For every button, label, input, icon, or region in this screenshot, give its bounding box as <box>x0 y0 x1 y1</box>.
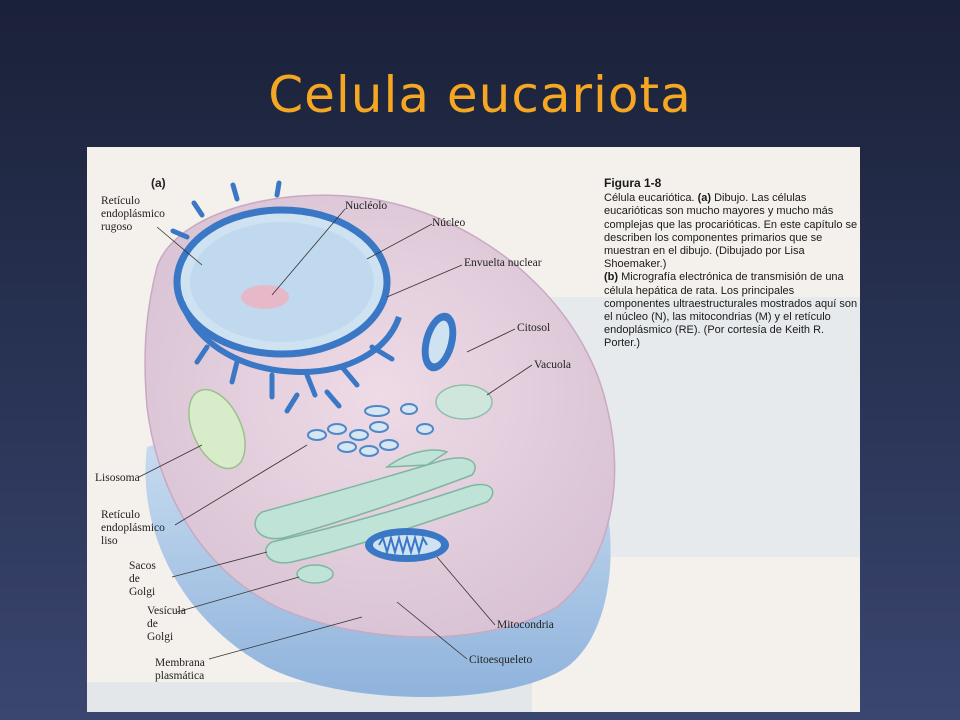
caption-part-a-text: Dibujo. Las células eucarióticas son muc… <box>604 192 858 271</box>
label-smooth-er: Retículo endoplásmico liso <box>101 509 165 547</box>
label-golgi-sacs: Sacos de Golgi <box>129 560 156 598</box>
caption-lead: Célula eucariótica. <box>604 192 695 205</box>
lysosome <box>188 388 246 470</box>
smooth-er <box>307 403 434 457</box>
figure-caption: Figura 1-8 Célula eucariótica. (a) Dibuj… <box>604 176 860 351</box>
label-lysosome: Lisosoma <box>95 472 140 484</box>
caption-part-b-text: Micrografía electrónica de transmisión d… <box>604 271 858 350</box>
leader-lines <box>138 208 533 660</box>
nucleolus <box>241 285 289 309</box>
cell-base <box>145 437 611 697</box>
vacuole <box>435 384 493 420</box>
nucleus <box>170 180 402 414</box>
label-mitochondria: Mitocondria <box>497 619 554 631</box>
caption-figure-number: Figura 1-8 <box>604 176 662 190</box>
label-cytosol: Citosol <box>517 322 551 334</box>
mitochondrion-large <box>365 528 449 562</box>
label-nucleolus: Nucléolo <box>345 200 388 212</box>
caption-part-b-tag: (b) <box>604 271 619 284</box>
cell-diagram <box>87 180 860 712</box>
golgi-vesicle <box>296 564 334 584</box>
label-plasma-membrane: Membrana plasmática <box>155 657 205 682</box>
label-nuclear-envelope: Envuelta nuclear <box>464 257 542 269</box>
figure-panel: (a) Retículo endoplásmico rugoso Nucléol… <box>87 147 860 712</box>
panel-tag-a: (a) <box>151 176 166 190</box>
label-nucleus: Núcleo <box>432 217 466 229</box>
mitochondrion-small <box>421 312 457 372</box>
label-vacuole: Vacuola <box>534 359 572 371</box>
label-golgi-vesicle: Vesícula de Golgi <box>147 605 186 643</box>
slide-title: Celula eucariota <box>268 66 692 124</box>
golgi-apparatus <box>254 449 494 584</box>
caption-part-a-tag: (a) <box>697 192 712 205</box>
label-cytoskeleton: Citoesqueleto <box>469 654 533 666</box>
label-rough-er: Retículo endoplásmico rugoso <box>101 195 165 233</box>
